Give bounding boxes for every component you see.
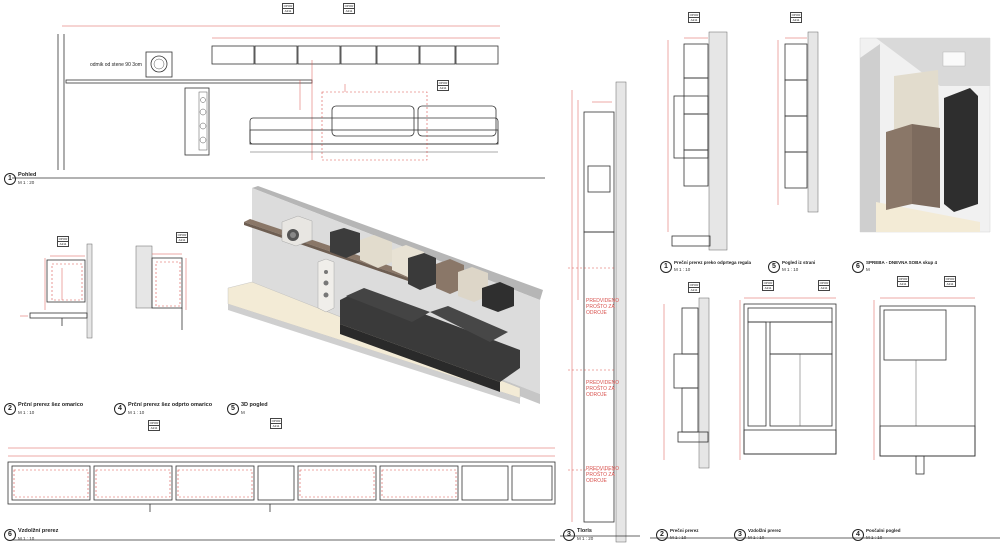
view-scale: M	[866, 267, 870, 272]
view-number: 2	[656, 529, 668, 541]
view-title: SPREBA - DNEVNA SOBA skup 4	[866, 260, 938, 265]
view-number: 2	[4, 403, 16, 415]
plan-note: PREDVIDENO PROŠTO ZA ODROJE	[586, 380, 620, 398]
view-scale: M 1 : 10	[18, 536, 35, 541]
view-title: Vzdolžní prerez	[18, 528, 59, 534]
view-scale: M	[241, 410, 245, 415]
view-title: Tloris	[577, 528, 592, 534]
view-title: Vzdolžni prerez	[748, 528, 782, 533]
view-number: 3	[734, 529, 746, 541]
view-scale: M 1 : 10	[866, 535, 883, 540]
view-title: 3D pogled	[241, 402, 268, 408]
views-bottom-right	[650, 297, 1000, 539]
view-title: Posčalni pogled	[866, 528, 901, 533]
view-3-plan	[560, 81, 640, 543]
view-4-section	[135, 245, 187, 330]
view-6-3d-cabinet	[859, 37, 991, 233]
view-number: 6	[4, 529, 16, 541]
view-6-long-section	[7, 447, 556, 541]
view-scale: M 1 : 10	[748, 535, 765, 540]
view-scale: M 1 : 10	[670, 535, 687, 540]
view-scale: M 1 : 10	[128, 410, 145, 415]
view-5-3d-view	[227, 186, 543, 404]
view-number: 6	[852, 261, 864, 273]
view-title: Preční prerez preko odprtega regala	[674, 260, 752, 265]
view-number: 5	[768, 261, 780, 273]
shelf-note: odmik od stene 90 3om	[90, 62, 142, 68]
view-number: 5	[227, 403, 239, 415]
view-title: Prční prerez šez omarico	[18, 402, 84, 408]
view-scale: M 1 : 10	[674, 267, 691, 272]
view-cross-sections-right	[667, 31, 819, 251]
view-title: Prční prerez šez odprto omarico	[128, 402, 213, 408]
view-title: Pohled	[18, 172, 37, 178]
view-title: Pogled iz strani	[782, 260, 816, 265]
plan-note: PREDVIDENO PROŠTO ZA ODROJE	[586, 466, 620, 484]
view-number: 1	[4, 173, 16, 185]
view-number: 3	[563, 529, 575, 541]
view-number: 4	[114, 403, 126, 415]
view-number: 1	[660, 261, 672, 273]
plan-note: PREDVIDENO PROŠTO ZA ODROJE	[586, 298, 620, 316]
view-2-section	[20, 243, 93, 339]
view-1-elevation	[12, 25, 545, 179]
view-title: Prečni prerez	[670, 528, 699, 533]
view-scale: M 1 : 20	[577, 536, 594, 541]
view-number: 4	[852, 529, 864, 541]
view-scale: M 1 : 20	[18, 180, 35, 185]
view-scale: M 1 : 10	[782, 267, 799, 272]
view-scale: M 1 : 10	[18, 410, 35, 415]
